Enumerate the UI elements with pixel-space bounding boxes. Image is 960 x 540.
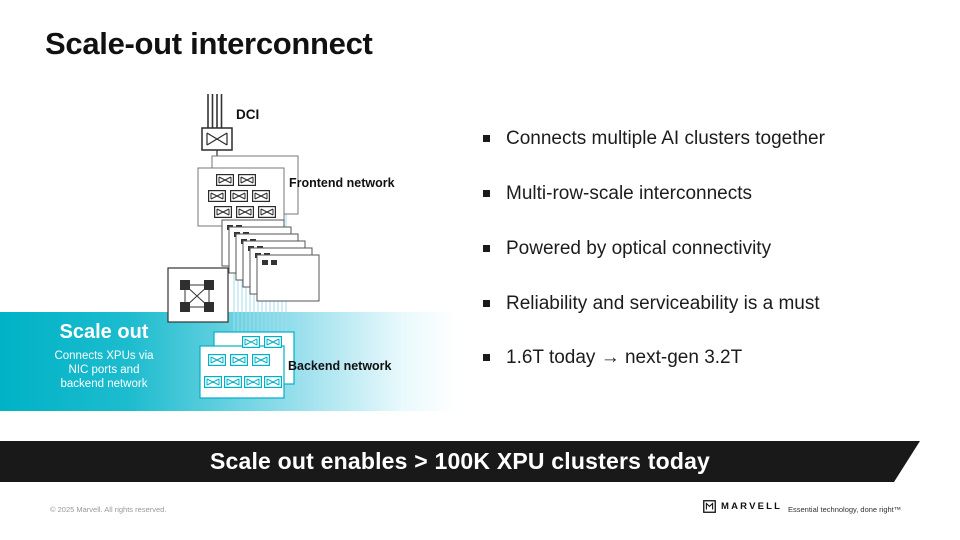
marvell-logo-text: MARVELL — [721, 501, 783, 512]
footer-tagline: Essential technology, done right™ — [788, 505, 902, 514]
callout-subtitle-line: Connects XPUs via — [54, 350, 154, 362]
bullet-icon — [483, 135, 490, 142]
list-item: Powered by optical connectivity — [481, 238, 933, 260]
label-dci: DCI — [236, 107, 260, 122]
bullet-text: Connects multiple AI clusters together — [506, 128, 825, 149]
label-backend-network: Backend network — [288, 359, 392, 373]
callout-title: Scale out — [59, 321, 149, 343]
server-stack — [221, 219, 320, 302]
backend-network-panels — [199, 331, 295, 399]
frontend-network-panels — [197, 155, 299, 227]
list-item: Connects multiple AI clusters together — [481, 128, 933, 150]
xpu-panel — [167, 267, 229, 323]
bullet-icon — [483, 354, 490, 362]
banner-text: Scale out enables > 100K XPU clusters to… — [209, 448, 711, 474]
marvell-logo-icon — [703, 500, 716, 513]
bullet-icon — [483, 189, 490, 197]
label-frontend-network: Frontend network — [289, 176, 395, 190]
bullet-icon — [483, 299, 490, 307]
bullet-text: Powered by optical connectivity — [506, 237, 772, 259]
bullet-text: Reliability and serviceability is a must — [506, 292, 820, 314]
copyright-text: © 2025 Marvell. All rights reserved. — [50, 505, 167, 514]
marvell-logo: MARVELL — [703, 500, 782, 513]
network-diagram — [167, 94, 320, 399]
callout-subtitle-line: NIC ports and — [68, 363, 140, 376]
list-item: Multi-row-scale interconnects — [481, 183, 933, 205]
callout-subtitle: Connects XPUs via NIC ports and backend … — [16, 350, 192, 391]
bullet-text: 1.6T today → next-gen 3.2T — [506, 347, 743, 369]
callout-subtitle-line: backend network — [60, 377, 148, 390]
list-item: 1.6T today → next-gen 3.2T — [481, 347, 933, 369]
bullet-list: Connects multiple AI clusters together M… — [481, 128, 933, 402]
bottom-banner: Scale out enables > 100K XPU clusters to… — [0, 441, 920, 482]
bullet-text: Multi-row-scale interconnects — [506, 182, 753, 204]
page-title: Scale-out interconnect — [45, 26, 373, 61]
list-item: Reliability and serviceability is a must — [481, 293, 933, 315]
scale-out-callout: Scale out Connects XPUs via NIC ports an… — [16, 321, 192, 391]
bullet-icon — [483, 244, 490, 252]
dci-cables-icon — [207, 94, 223, 128]
